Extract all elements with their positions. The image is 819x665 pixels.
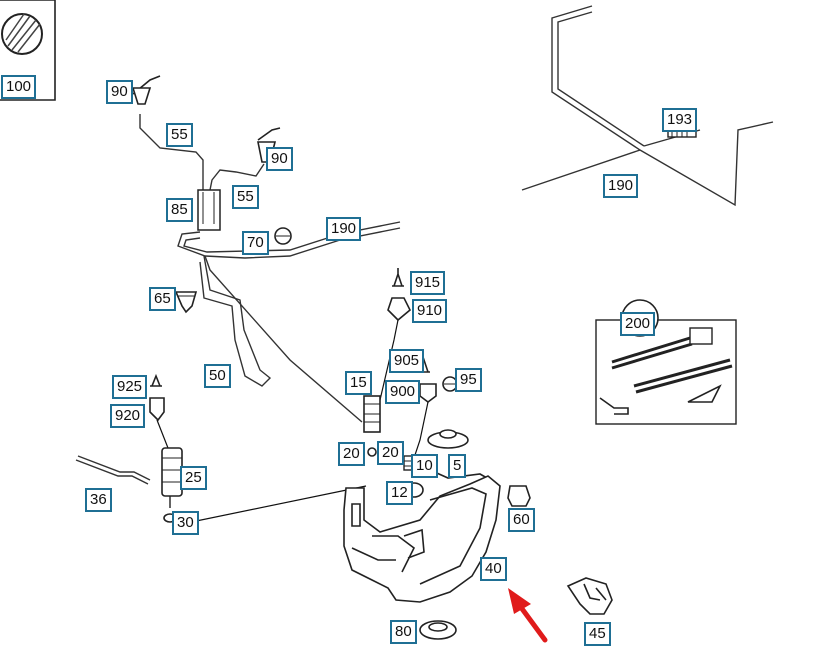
callout-100: 100 [1, 75, 37, 99]
kit-200-box [595, 299, 737, 425]
part-60-clip [507, 485, 531, 507]
callout-12: 12 [386, 481, 413, 505]
callout-90-left: 90 [106, 80, 133, 104]
part-920-valve [149, 397, 165, 422]
callout-925: 925 [112, 375, 148, 399]
part-20-left [367, 447, 377, 457]
callout-915: 915 [410, 271, 446, 295]
callout-80: 80 [390, 620, 417, 644]
part-45-bracket [566, 577, 613, 615]
callout-90-right: 90 [266, 147, 293, 171]
callout-20-left: 20 [338, 442, 365, 466]
callout-10: 10 [411, 454, 438, 478]
callout-905: 905 [389, 349, 425, 373]
hose-36 [75, 455, 151, 485]
callout-25: 25 [180, 466, 207, 490]
callout-40: 40 [480, 557, 507, 581]
callout-70: 70 [242, 231, 269, 255]
part-25-pump [161, 447, 183, 508]
nozzle-90-left [131, 75, 161, 105]
leader-30-to-tank [171, 485, 367, 527]
part-80-seal [419, 620, 457, 640]
hose-to-pump-15 [204, 255, 363, 423]
part-15-pump [363, 395, 381, 433]
part-915-cap [392, 268, 404, 287]
callout-5: 5 [448, 454, 467, 478]
callout-45: 45 [584, 622, 611, 646]
callout-190-left: 190 [326, 217, 362, 241]
callout-95: 95 [455, 368, 482, 392]
callout-920: 920 [110, 404, 146, 428]
callout-193: 193 [662, 108, 698, 132]
leader-910-to-tank [379, 319, 399, 401]
pipe-190-right [521, 5, 774, 207]
callout-15: 15 [345, 371, 372, 395]
callout-65: 65 [149, 287, 176, 311]
callout-910: 910 [412, 299, 448, 323]
callout-50: 50 [204, 364, 231, 388]
red-pointer-arrow [508, 588, 548, 643]
part-70-clip [274, 227, 292, 245]
callout-200: 200 [620, 312, 656, 336]
callout-190-right: 190 [603, 174, 639, 198]
callout-900: 900 [385, 380, 421, 404]
hose-55-right [209, 163, 265, 191]
hose-55-left [139, 114, 204, 190]
callout-30: 30 [172, 511, 199, 535]
callout-20-right: 20 [377, 441, 404, 465]
part-900-valve [419, 383, 437, 403]
callout-55-right: 55 [232, 185, 259, 209]
hose-190-left [177, 227, 401, 259]
leader-920-to-25 [156, 419, 169, 449]
part-40-reservoir [343, 475, 501, 603]
frame-100 [0, 0, 56, 101]
callout-36: 36 [85, 488, 112, 512]
part-910-valve [387, 297, 411, 322]
part-925-cap [150, 373, 162, 387]
part-85-connector [197, 189, 221, 231]
callout-60: 60 [508, 508, 535, 532]
part-5-cap [427, 429, 469, 449]
callout-55-left: 55 [166, 123, 193, 147]
callout-85: 85 [166, 198, 193, 222]
part-100-disc [1, 13, 43, 55]
part-65-clip [174, 291, 198, 314]
